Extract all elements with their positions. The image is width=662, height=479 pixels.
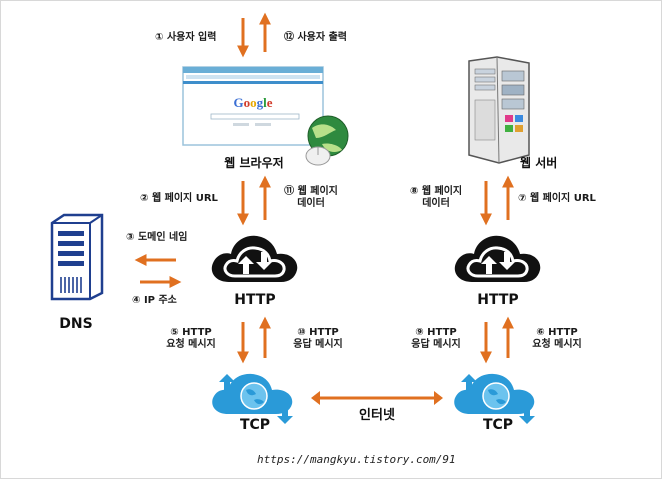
label-req-right-line2: 요청 메시지	[532, 339, 582, 350]
label-user-input: ① 사용자 입력	[155, 32, 217, 43]
label-user-output: ⑫ 사용자 출력	[284, 32, 347, 43]
label-resp-left-line2: 응답 메시지	[293, 339, 343, 350]
label-req-left-line1: ⑤ HTTP	[170, 327, 212, 338]
tcp-cloud-icon	[212, 373, 293, 424]
http-cloud-icon	[454, 235, 541, 282]
http-left-label: HTTP	[234, 292, 276, 308]
label-req-left-line2: 요청 메시지	[166, 339, 216, 350]
globe-mouse-icon	[305, 115, 349, 166]
internet-label: 인터넷	[359, 408, 395, 423]
source-url[interactable]: https://mangkyu.tistory.com/91	[257, 453, 456, 466]
http-cloud-icon	[211, 235, 298, 282]
svg-text:Google: Google	[233, 95, 272, 110]
label-page-data-right-line1: ⑧ 웹 페이지	[409, 186, 463, 197]
http-right-label: HTTP	[477, 292, 519, 308]
label-resp-left: ⑩ HTTP 응답 메시지	[280, 327, 356, 351]
label-page-data-left: ⑪ 웹 페이지 데이터	[272, 186, 350, 210]
tcp-cloud-icon	[454, 373, 535, 424]
label-req-right: ⑥ HTTP 요청 메시지	[522, 327, 592, 351]
browser-window-icon: Google	[182, 66, 324, 146]
browser-label: 웹 브라우저	[224, 156, 284, 170]
label-page-url-right: ⑦ 웹 페이지 URL	[518, 193, 596, 204]
server-tower-icon	[468, 56, 530, 164]
label-req-left: ⑤ HTTP 요청 메시지	[156, 327, 226, 351]
label-resp-right: ⑨ HTTP 응답 메시지	[398, 327, 474, 351]
tcp-left-label: TCP	[239, 417, 271, 433]
label-page-data-left-line1: ⑪ 웹 페이지	[284, 186, 338, 197]
label-resp-left-line1: ⑩ HTTP	[297, 327, 339, 338]
dns-label: DNS	[59, 316, 93, 332]
label-page-data-left-line2: 데이터	[297, 198, 325, 209]
label-page-data-right: ⑧ 웹 페이지 데이터	[397, 186, 475, 210]
dns-server-icon	[50, 213, 104, 301]
arrow-internet	[311, 391, 443, 405]
label-resp-right-line2: 응답 메시지	[411, 339, 461, 350]
label-domain-name: ③ 도메인 네임	[126, 232, 188, 243]
label-page-data-right-line2: 데이터	[422, 198, 450, 209]
label-ip-address: ④ IP 주소	[132, 295, 177, 306]
label-page-url-left: ② 웹 페이지 URL	[140, 193, 218, 204]
label-resp-right-line1: ⑨ HTTP	[415, 327, 457, 338]
server-label: 웹 서버	[520, 156, 558, 170]
label-req-right-line1: ⑥ HTTP	[536, 327, 578, 338]
tcp-right-label: TCP	[482, 417, 514, 433]
